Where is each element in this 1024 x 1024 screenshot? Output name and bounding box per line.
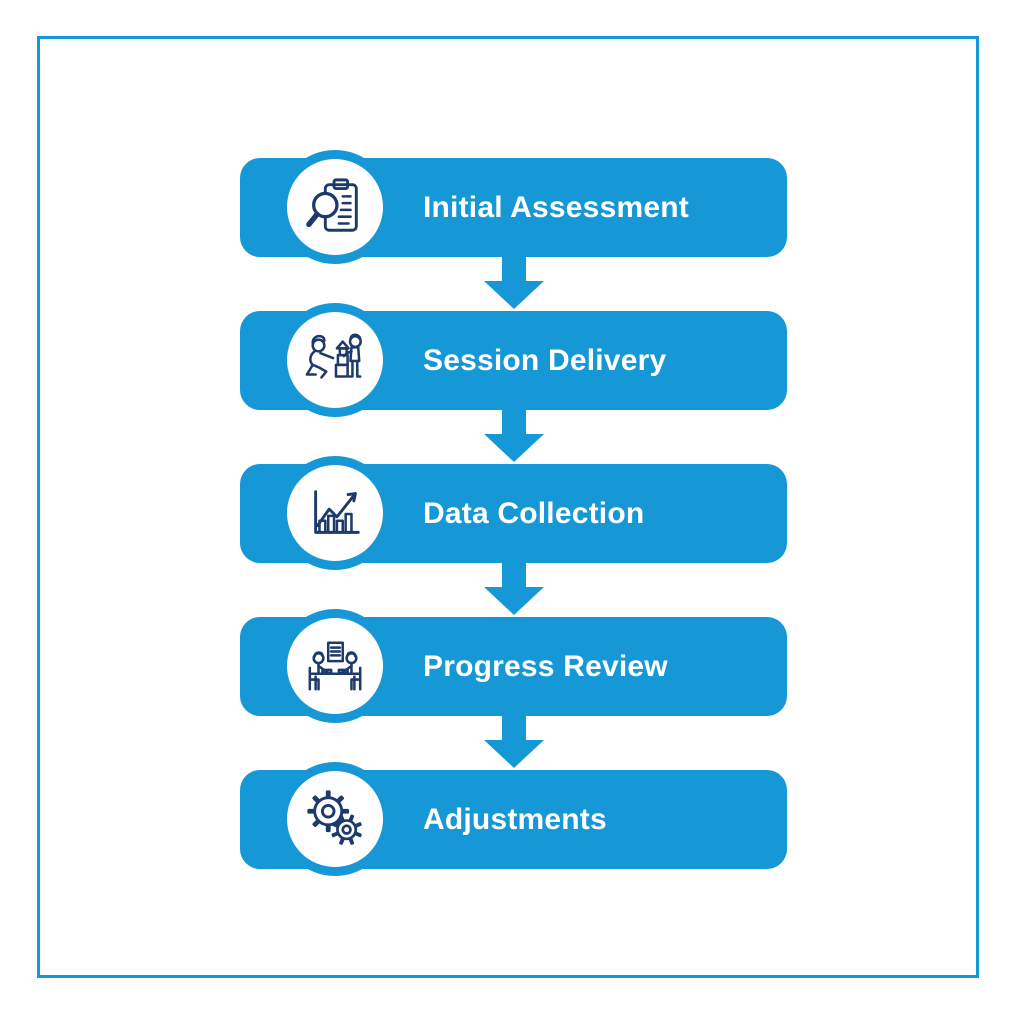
play-session-icon xyxy=(305,333,362,379)
step-icon-circle xyxy=(278,456,392,570)
outer-border-frame xyxy=(37,36,979,978)
step-data-collection: Data Collection xyxy=(240,456,787,570)
flowchart: Initial Assessment Session Delive xyxy=(240,150,787,876)
step-adjustments: Adjustments xyxy=(240,762,787,876)
step-label: Adjustments xyxy=(423,802,607,836)
step-progress-review: Progress Review xyxy=(240,609,787,723)
flow-connector xyxy=(240,716,787,770)
step-icon-circle xyxy=(278,303,392,417)
meeting-table-icon xyxy=(308,641,362,691)
step-icon-circle xyxy=(278,609,392,723)
step-label: Initial Assessment xyxy=(423,190,689,224)
step-label: Data Collection xyxy=(423,496,645,530)
step-icon-circle xyxy=(278,762,392,876)
flow-connector xyxy=(240,410,787,464)
flow-connector xyxy=(240,257,787,311)
step-icon-circle xyxy=(278,150,392,264)
growth-chart-icon xyxy=(314,490,360,534)
clipboard-search-icon xyxy=(306,178,358,232)
step-session-delivery: Session Delivery xyxy=(240,303,787,417)
down-arrow-icon xyxy=(483,716,544,768)
step-label: Session Delivery xyxy=(423,343,667,377)
down-arrow-icon xyxy=(483,257,544,309)
flow-connector xyxy=(240,563,787,617)
gears-icon xyxy=(307,790,362,845)
step-label: Progress Review xyxy=(423,649,668,683)
down-arrow-icon xyxy=(483,563,544,615)
down-arrow-icon xyxy=(483,410,544,462)
step-initial-assessment: Initial Assessment xyxy=(240,150,787,264)
